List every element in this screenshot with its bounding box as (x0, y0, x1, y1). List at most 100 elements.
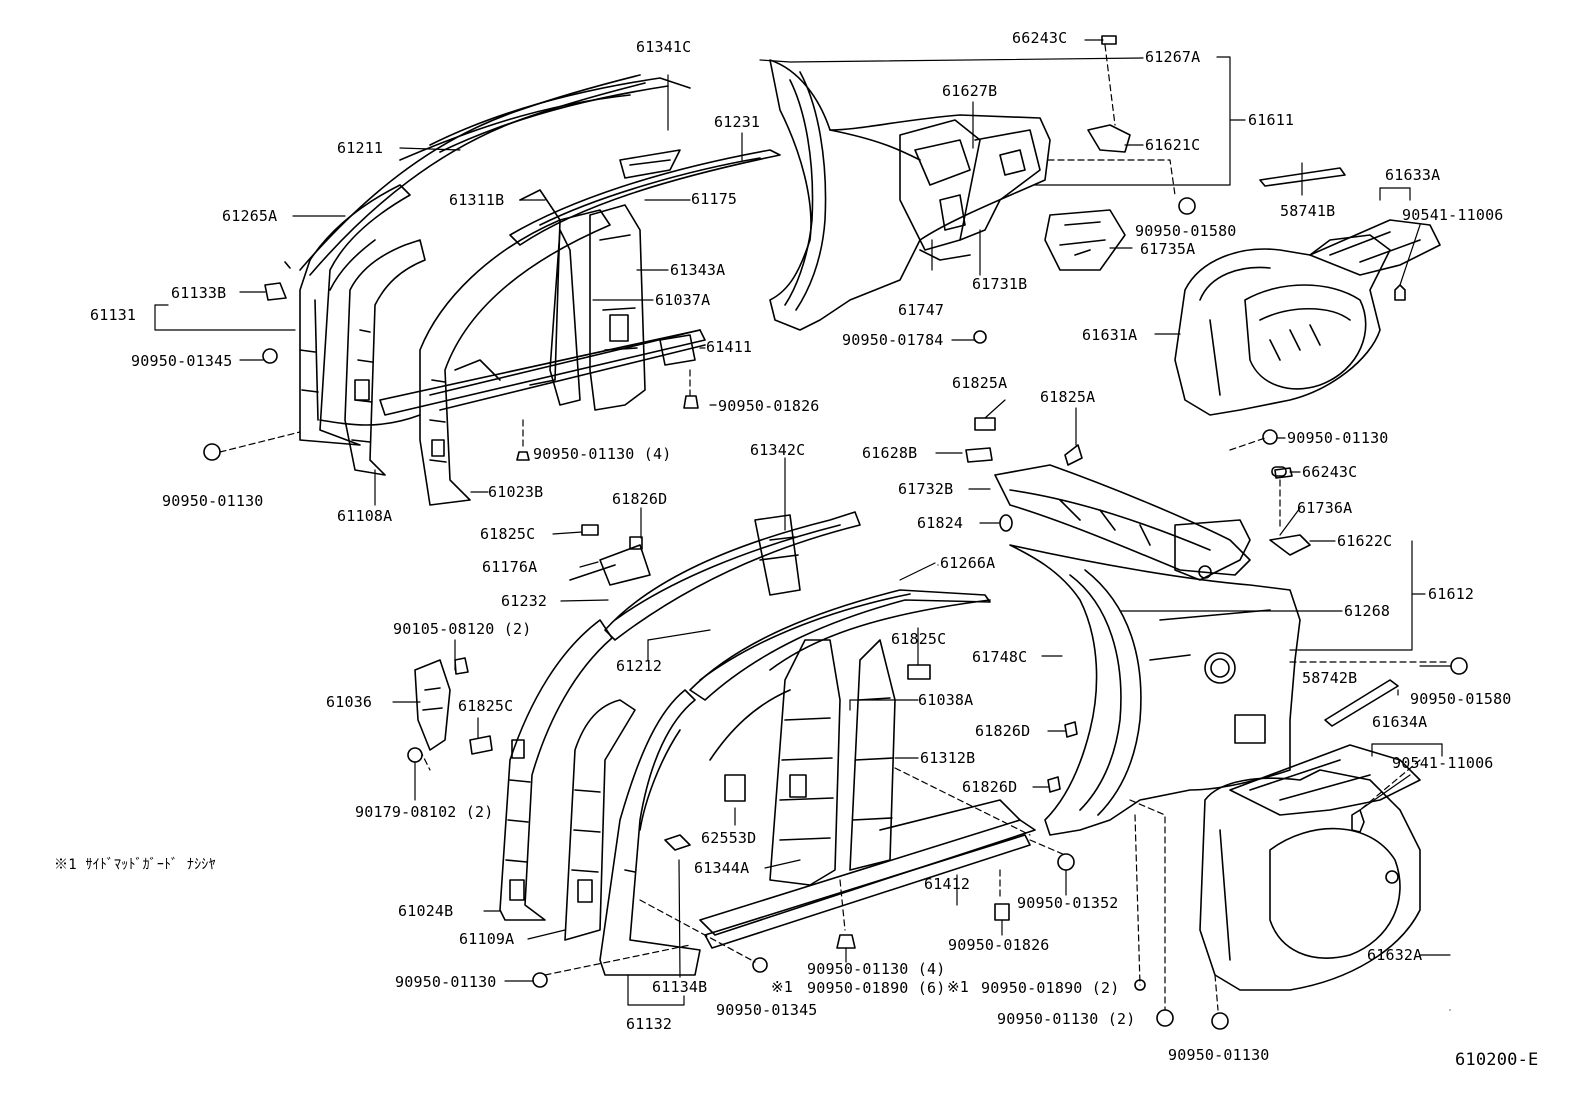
part-label: 61747 (898, 301, 945, 319)
part-label: 90541-11006 (1402, 206, 1504, 224)
part-label: 90950-01130 (4) (533, 445, 672, 463)
part-label: 61621C (1145, 136, 1201, 154)
part-label: 61341C (636, 38, 692, 56)
part-label: 61344A (694, 859, 750, 877)
part-label: 61311B (449, 191, 505, 209)
part-label: 61825C (480, 525, 536, 543)
part-label: 61109A (459, 930, 515, 948)
part-label: 90105-08120 (2) (393, 620, 532, 638)
part-label: 90950-01784 (842, 331, 944, 349)
center-pillar-61037A-drawing (519, 189, 646, 411)
quarter-inner-61735A-drawing (1044, 209, 1126, 271)
part-label: 61748C (972, 648, 1028, 666)
part-label: 90950-01345 (716, 1001, 818, 1019)
part-label: 90541-11006 (1392, 754, 1494, 772)
part-label: 61622C (1337, 532, 1393, 550)
part-label: 90950-01130 (1287, 429, 1389, 447)
pillar-61108A-drawing (344, 239, 426, 476)
part-label: 61037A (655, 291, 711, 309)
part-label: 90950-01130 (4) (807, 960, 946, 978)
a-pillar-61024B-drawing (499, 619, 613, 921)
part-label: 61628B (862, 444, 918, 462)
wheelhouse-61631A-drawing (1174, 234, 1391, 416)
part-label: 61175 (691, 190, 738, 208)
part-label: 90950-01890 (2) (981, 979, 1120, 997)
bracket-61036-drawing (414, 659, 451, 751)
part-label: 61038A (918, 691, 974, 709)
part-label: 61023B (488, 483, 544, 501)
part-label: 66243C (1302, 463, 1358, 481)
roof-rail-61231-drawing (509, 149, 781, 246)
part-label: 61132 (626, 1015, 673, 1033)
part-label: 90950-01130 (395, 973, 497, 991)
part-label: 61825A (952, 374, 1008, 392)
part-label: 90950-01826 (948, 936, 1050, 954)
part-label: 61036 (326, 693, 373, 711)
part-label: 61134B (652, 978, 708, 996)
part-label: 61212 (616, 657, 663, 675)
part-label: 61176A (482, 558, 538, 576)
part-label: 61627B (942, 82, 998, 100)
part-label: 61825A (1040, 388, 1096, 406)
front-pillar-61023B-drawing (419, 209, 706, 506)
part-label: 61826D (612, 490, 668, 508)
part-label: 61736A (1297, 499, 1353, 517)
roof-side-rail-61342C-drawing (569, 511, 861, 641)
part-label: 61131 (90, 306, 137, 324)
side-outer-61131-drawing (299, 184, 421, 446)
part-label: 61825C (458, 697, 514, 715)
leader-lines (154, 39, 1452, 1011)
bracket-61621C-drawing (1087, 35, 1131, 153)
part-label: 61735A (1140, 240, 1196, 258)
part-label: 61232 (501, 592, 548, 610)
diagram-code: 610200-E (1455, 1050, 1539, 1070)
part-label: 61824 (917, 514, 964, 532)
part-label: 61266A (940, 554, 996, 572)
part-label: 90950-01352 (1017, 894, 1119, 912)
dashed-leader-lines (219, 44, 1451, 1011)
part-label: 61312B (920, 749, 976, 767)
part-label: 61632A (1367, 946, 1423, 964)
part-label: 61826D (962, 778, 1018, 796)
part-label: 61732B (898, 480, 954, 498)
outer-pillar-61132-drawing (599, 689, 701, 976)
extension-61633A-drawing (1259, 167, 1441, 276)
part-label: 61611 (1248, 111, 1295, 129)
part-label: 61631A (1082, 326, 1138, 344)
part-label: 61343A (670, 261, 726, 279)
part-label: 58742B (1302, 669, 1358, 687)
quarter-panel-61611-drawing (769, 59, 1051, 331)
wheelhouse-61632A-drawing (1199, 769, 1421, 991)
part-label: 58741B (1280, 202, 1336, 220)
roof-rail-61212-drawing (689, 589, 991, 761)
part-label: 61731B (972, 275, 1028, 293)
part-label: 61267A (1145, 48, 1201, 66)
part-label: 90950-01580 (1410, 690, 1512, 708)
part-label: 90950-01580 (1135, 222, 1237, 240)
footnote: ※1 ｻｲﾄﾞﾏｯﾄﾞｶﾞｰﾄﾞ ﾅｼｼﾔ (54, 857, 216, 873)
part-label: 90179-08102 (2) (355, 803, 494, 821)
note-marker: ※1 (771, 978, 793, 996)
part-label: 61265A (222, 207, 278, 225)
pillar-61109A-drawing (564, 699, 636, 941)
part-label: 61133B (171, 284, 227, 302)
part-label: 90950-01130 (2) (997, 1010, 1136, 1028)
part-label: 66243C (1012, 29, 1068, 47)
quarter-panel-61612-drawing (1009, 544, 1301, 836)
part-label: 90950-01130 (1168, 1046, 1270, 1064)
part-label: 61411 (706, 338, 753, 356)
clips-and-plugs-drawing (203, 197, 1468, 1030)
part-label: 61412 (924, 875, 971, 893)
part-label: 90950-01130 (162, 492, 264, 510)
center-pillar-61038A-drawing (769, 639, 896, 886)
part-label: 61612 (1428, 585, 1475, 603)
part-label: 61634A (1372, 713, 1428, 731)
part-label: 90950-01345 (131, 352, 233, 370)
part-label: 61231 (714, 113, 761, 131)
part-label: 61211 (337, 139, 384, 157)
part-label: 61024B (398, 902, 454, 920)
rocker-61411-drawing (379, 329, 706, 416)
extension-61634A-drawing (1229, 679, 1421, 816)
